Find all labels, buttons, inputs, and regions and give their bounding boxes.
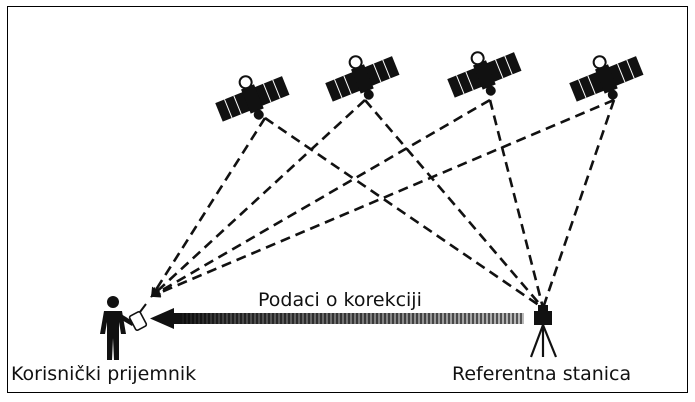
signal-line-sat4-user (150, 98, 615, 298)
signal-line-sat2-station (364, 99, 544, 309)
handheld-receiver-icon (128, 303, 148, 331)
diagram-frame (7, 6, 688, 393)
user-receiver-label: Korisnički prijemnik (11, 363, 197, 385)
satellite-icon (569, 55, 644, 102)
signal-line-sat3-user (150, 98, 491, 298)
satellite-icon (325, 55, 400, 102)
signal-line-sat1-station (264, 116, 544, 310)
correction-data-arrow (150, 308, 524, 329)
person-icon (100, 296, 134, 360)
signal-lines-to-station (264, 99, 616, 310)
signal-line-sat4-station (541, 99, 616, 309)
signal-line-sat2-user (150, 99, 366, 298)
signal-line-sat3-station (488, 99, 545, 309)
correction-data-label: Podaci o korekciji (258, 289, 422, 311)
satellite-icon (215, 75, 290, 122)
signal-line-sat1-user (150, 117, 267, 298)
satellite-icon (447, 51, 522, 98)
tripod-station-icon (529, 305, 558, 358)
reference-station-label: Referentna stanica (452, 363, 632, 385)
signal-lines-to-user (150, 98, 615, 298)
